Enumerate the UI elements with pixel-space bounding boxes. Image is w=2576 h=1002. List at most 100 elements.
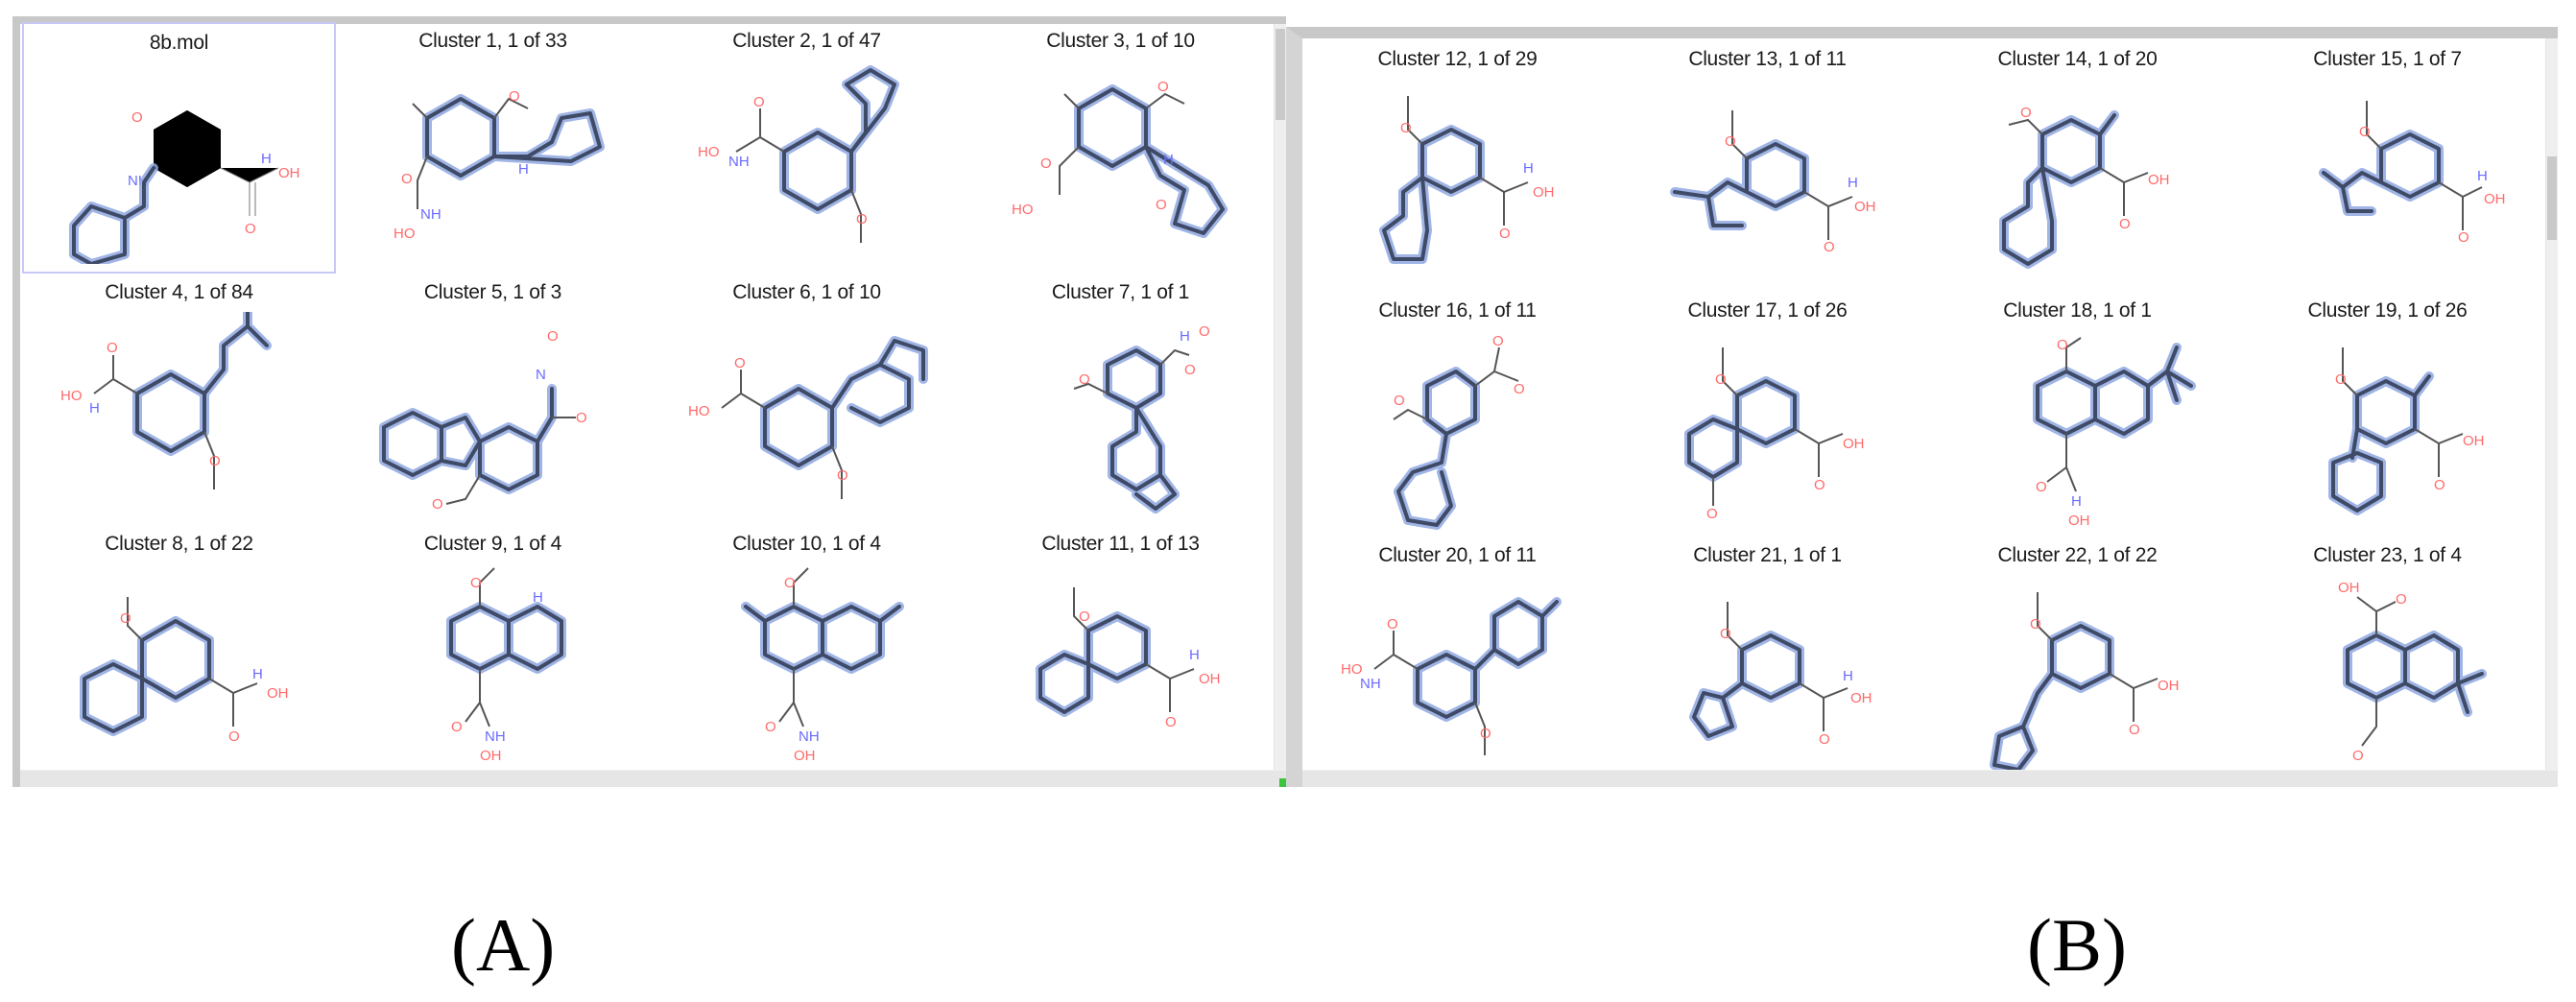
svg-text:O: O [509, 88, 520, 105]
molecule-structure: O HO NH O [1341, 597, 1562, 755]
resize-grip-icon[interactable] [1279, 778, 1288, 787]
svg-text:OH: OH [480, 748, 502, 764]
molecule-structure: O OH O [2328, 347, 2485, 515]
molecule-structure: OH O O [2338, 580, 2487, 764]
molecule-cell[interactable]: Cluster 13, 1 of 11 O H OH O [1612, 38, 1922, 290]
molecule-structure: O O NH HO H [394, 88, 605, 242]
cell-label: Cluster 16, 1 of 11 [1378, 299, 1537, 322]
molecule-cell[interactable]: Cluster 20, 1 of 11 O HO NH O [1302, 535, 1612, 779]
cell-label: Cluster 17, 1 of 26 [1687, 299, 1848, 322]
cell-label: Cluster 11, 1 of 13 [1041, 533, 1200, 555]
molecule-cell[interactable]: Cluster 22, 1 of 22 O OH O [1922, 535, 2232, 779]
svg-text:O: O [765, 719, 776, 735]
vertical-scrollbar[interactable] [1274, 24, 1286, 771]
molecule-cell[interactable]: Cluster 15, 1 of 7 O H OH O [2232, 38, 2542, 290]
svg-text:NH: NH [1360, 676, 1381, 692]
cell-label: Cluster 20, 1 of 11 [1378, 544, 1537, 566]
molecule-structure: O OH O [1999, 105, 2170, 269]
cluster-browser-panel-a: 8b.mol O H OH O NH Cluster 1, 1 of 33 O … [12, 16, 1288, 787]
svg-text:O: O [2458, 229, 2469, 246]
molecule-cell-query[interactable]: 8b.mol O H OH O NH [22, 22, 336, 274]
svg-text:NH: NH [728, 154, 750, 170]
molecule-cell[interactable]: Cluster 12, 1 of 29 O H OH O [1302, 38, 1612, 290]
svg-text:OH: OH [794, 748, 816, 764]
svg-text:O: O [856, 211, 868, 227]
scrollbar-thumb[interactable] [2547, 156, 2557, 240]
svg-text:H: H [1189, 647, 1200, 663]
svg-text:OH: OH [2338, 580, 2360, 596]
svg-text:NH: NH [799, 728, 820, 745]
svg-text:O: O [2020, 105, 2032, 121]
horizontal-scrollbar[interactable] [1302, 770, 2558, 787]
figure-caption-a: (A) [451, 903, 556, 987]
svg-text:HO: HO [1341, 661, 1363, 678]
molecule-cell[interactable]: Cluster 10, 1 of 4 O O NH OH [650, 525, 964, 776]
vertical-scrollbar[interactable] [2545, 38, 2558, 787]
svg-text:O: O [2036, 479, 2047, 495]
svg-text:O: O [1499, 226, 1511, 242]
molecule-structure: O HO H O [60, 312, 272, 489]
molecule-structure: O HO O [688, 336, 928, 499]
svg-text:O: O [2352, 748, 2364, 764]
molecule-structure: O O HO O H [1012, 79, 1228, 238]
svg-text:O: O [1079, 371, 1090, 388]
svg-text:H: H [1163, 152, 1174, 168]
cell-label: Cluster 19, 1 of 26 [2307, 299, 2468, 322]
svg-text:O: O [1720, 626, 1731, 642]
svg-text:O: O [1824, 239, 1835, 255]
molecule-cell[interactable]: Cluster 3, 1 of 10 O O HO O H [964, 22, 1277, 274]
svg-text:OH: OH [1199, 671, 1221, 687]
svg-text:OH: OH [2484, 191, 2506, 207]
molecule-structure: O H OH O [80, 597, 289, 745]
svg-text:OH: OH [2068, 513, 2090, 529]
molecule-cell[interactable]: Cluster 9, 1 of 4 O H O NH OH [336, 525, 650, 776]
svg-text:O: O [131, 109, 143, 126]
cell-label: Cluster 10, 1 of 4 [732, 533, 881, 555]
cell-label: Cluster 6, 1 of 10 [732, 281, 881, 303]
molecule-cell[interactable]: Cluster 18, 1 of 1 O O H OH [1922, 290, 2232, 535]
svg-text:O: O [1199, 323, 1210, 340]
molecule-cell[interactable]: Cluster 6, 1 of 10 O HO O [650, 274, 964, 525]
molecule-cell[interactable]: Cluster 4, 1 of 84 O HO H O [22, 274, 336, 525]
scrollbar-thumb[interactable] [1276, 29, 1285, 120]
svg-text:O: O [753, 94, 765, 110]
molecule-cell[interactable]: Cluster 21, 1 of 1 O H OH O [1612, 535, 1922, 779]
molecule-structure: O HO NH O [698, 65, 899, 243]
svg-text:N: N [536, 367, 546, 383]
molecule-cell[interactable]: Cluster 23, 1 of 4 OH O O [2232, 535, 2542, 779]
svg-text:O: O [1400, 120, 1412, 136]
molecule-structure: O H OH O [2319, 101, 2506, 246]
svg-text:O: O [245, 221, 256, 237]
molecule-cell[interactable]: Cluster 5, 1 of 3 O N O O [336, 274, 650, 525]
svg-text:HO: HO [688, 403, 710, 419]
molecule-cell[interactable]: Cluster 11, 1 of 13 O H OH O [964, 525, 1277, 776]
molecule-structure: O H O NH OH [446, 567, 566, 764]
svg-text:O: O [401, 171, 413, 187]
molecule-cell[interactable]: Cluster 2, 1 of 47 O HO NH O [650, 22, 964, 274]
svg-text:OH: OH [2463, 433, 2485, 449]
svg-text:O: O [1819, 731, 1830, 748]
molecule-cell[interactable]: Cluster 8, 1 of 22 O H OH O [22, 525, 336, 776]
molecule-cell[interactable]: Cluster 16, 1 of 11 O O O [1302, 290, 1612, 535]
molecule-cell[interactable]: Cluster 7, 1 of 1 H O O O [964, 274, 1277, 525]
cell-label: Cluster 12, 1 of 29 [1377, 48, 1538, 70]
molecule-cell[interactable]: Cluster 17, 1 of 26 O OH O O [1612, 290, 1922, 535]
svg-text:O: O [1514, 381, 1525, 397]
molecule-structure: O OH O [1990, 592, 2180, 775]
molecule-structure: O N O O [379, 328, 587, 513]
molecule-cell[interactable]: Cluster 19, 1 of 26 O OH O [2232, 290, 2542, 535]
cell-label: Cluster 21, 1 of 1 [1693, 544, 1842, 566]
cell-label: Cluster 14, 1 of 20 [1997, 48, 2158, 70]
horizontal-scrollbar[interactable] [20, 770, 1286, 787]
svg-text:O: O [1814, 477, 1825, 493]
molecule-structure: O O O [1393, 333, 1525, 530]
svg-text:OH: OH [278, 165, 300, 181]
svg-text:O: O [1480, 726, 1491, 742]
molecule-cell[interactable]: Cluster 1, 1 of 33 O O NH HO H [336, 22, 650, 274]
svg-text:H: H [1523, 160, 1534, 177]
svg-text:O: O [2030, 616, 2041, 632]
cell-label: Cluster 2, 1 of 47 [732, 30, 881, 52]
molecule-cell[interactable]: Cluster 14, 1 of 20 O OH O [1922, 38, 2232, 290]
cluster-browser-panel-b: Cluster 12, 1 of 29 O H OH O Cluster 13,… [1286, 27, 2558, 787]
svg-text:O: O [228, 728, 240, 745]
